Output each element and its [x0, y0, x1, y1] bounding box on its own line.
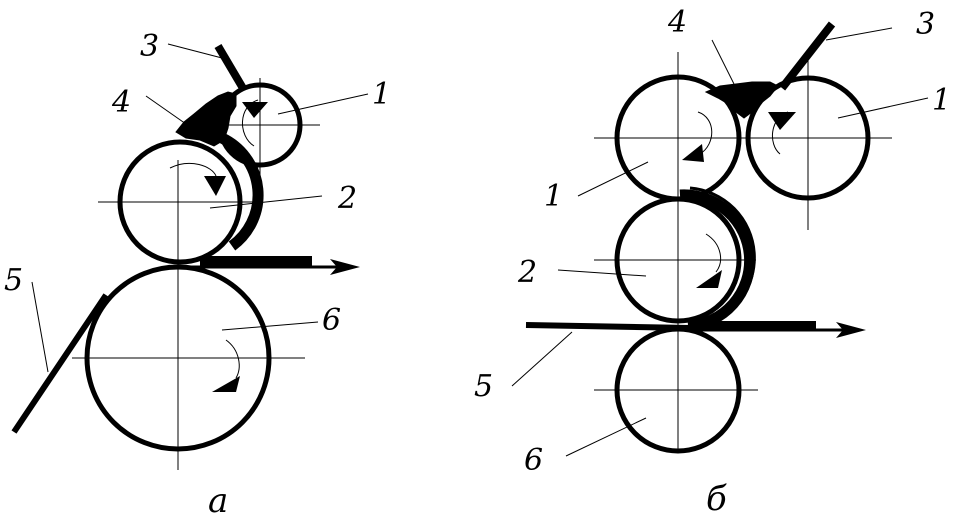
diagram-b-coating-layer-outer — [689, 186, 756, 328]
diagram-b-web-arrow — [836, 322, 866, 338]
diagram-a-label-3: 3 — [140, 29, 159, 64]
diagram-a-centerlines — [72, 78, 320, 470]
diagram-a-web-arrow — [330, 259, 360, 275]
diagram-b-label-3: 3 — [916, 7, 935, 42]
diagram-a: 3 4 1 2 5 6 а — [4, 29, 391, 521]
diagram-a-label-4: 4 — [111, 85, 131, 120]
diagram-a-label-5: 5 — [4, 263, 23, 298]
diagram-a-label-1: 1 — [372, 77, 391, 112]
diagram-a-coating-layer — [219, 133, 264, 251]
diagram-a-rotation-arrow-2 — [169, 163, 226, 196]
diagram-b-web — [525, 322, 691, 331]
diagram-a-doctor-blade — [214, 43, 248, 93]
diagram-b-caption: б — [706, 479, 727, 519]
diagram-b: 4 3 1 1 2 5 6 б — [474, 5, 951, 519]
diagram-a-label-2: 2 — [337, 181, 357, 216]
diagram-b-label-2: 2 — [517, 255, 537, 290]
diagram-b-label-1-left: 1 — [544, 179, 563, 214]
diagram-a-leader-lines — [31, 43, 369, 373]
diagram-a-rotation-arrow-1 — [242, 99, 268, 147]
diagram-b-rotation-arrow-1-right — [768, 111, 796, 155]
diagram-b-roll-1-right — [745, 75, 871, 201]
diagram-a-rotation-arrow-6 — [212, 339, 240, 392]
diagram-b-label-6: 6 — [524, 443, 543, 478]
diagram-a-label-6: 6 — [322, 303, 341, 338]
diagram-a-coated-web — [200, 256, 312, 266]
diagram-b-doctor-blade — [778, 21, 836, 91]
diagram-a-web-incoming — [11, 293, 109, 434]
diagram-b-material-blob — [704, 81, 779, 119]
diagram-b-roll-2 — [614, 196, 742, 324]
diagram-a-caption: а — [208, 481, 228, 521]
diagram-b-label-4: 4 — [667, 5, 687, 40]
diagram-b-leader-lines — [511, 27, 929, 457]
diagram-b-coating-layer — [679, 189, 756, 332]
diagram-b-coated-web — [688, 321, 816, 331]
diagram-a-roll-1 — [217, 82, 303, 168]
diagram-b-label-5: 5 — [474, 369, 493, 404]
diagram-a-roll-6 — [84, 264, 272, 452]
diagram-b-rotation-arrow-2 — [696, 233, 722, 288]
diagram-b-rotation-arrow-1-left — [682, 111, 713, 162]
diagram-a-roll-2 — [117, 139, 243, 265]
diagram-b-label-1-right: 1 — [932, 83, 951, 118]
